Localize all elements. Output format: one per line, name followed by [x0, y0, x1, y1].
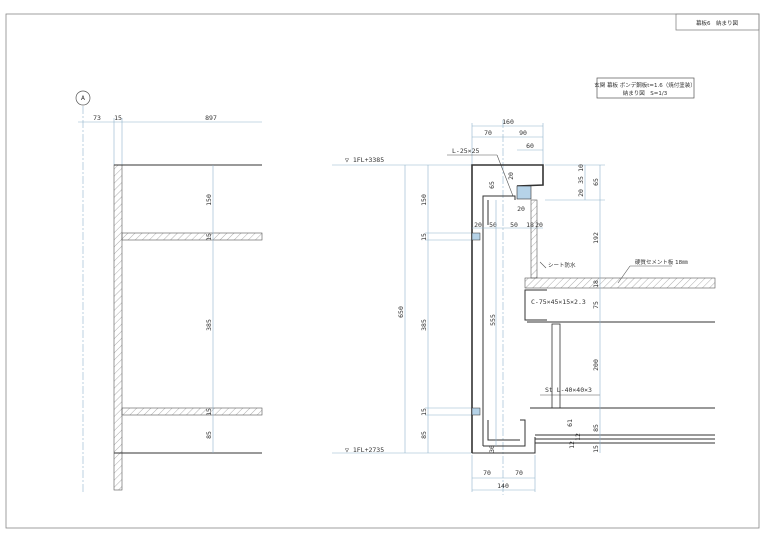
dim-text: 385	[420, 319, 428, 331]
dim-text: 65	[488, 181, 496, 189]
channel-label: C-75×45×15×2.3	[531, 298, 586, 306]
note-box: 玄関 幕板 ボンデ鋼板t=1.6（焼付塗装） 納まり図 S=1/3	[594, 77, 696, 99]
left-elevation-view: A 73 15 897 150 15 385 15 85	[75, 90, 263, 492]
sealant	[516, 185, 532, 200]
section-detail-view: ▽ 1FL+3385 ▽ 1FL+2735 650 150 15 385 15 …	[332, 118, 716, 495]
dim-text: 70	[515, 469, 523, 477]
angle-top-label: L-25×25	[452, 147, 479, 155]
dim-text: 385	[205, 319, 213, 331]
dim-text: 65	[592, 178, 600, 186]
grid-marker-label: A	[81, 94, 85, 102]
dim-text: 20	[474, 221, 482, 229]
dim-text: 650	[397, 306, 405, 318]
level-label: ▽ 1FL+3385	[345, 156, 384, 164]
dim-text: 60	[526, 142, 534, 150]
dim-text: 90	[519, 129, 527, 137]
dim-text: 140	[497, 482, 509, 490]
steel-beam	[551, 323, 561, 409]
dim-text: 75	[592, 301, 600, 309]
dim-text: 70	[484, 129, 492, 137]
dim-text: 15	[114, 114, 122, 122]
dim-text: 85	[592, 424, 600, 432]
dim-text: 85	[420, 431, 428, 439]
dim-text: 20	[577, 189, 585, 197]
angle-bottom-label: St L-40×40×3	[545, 386, 592, 394]
dim-text: 150	[205, 194, 213, 206]
waterproof-upturn	[530, 199, 538, 279]
dim-text: 20	[517, 205, 525, 213]
cement-board-label: 硬質セメント板 18㎜	[635, 258, 688, 266]
dim-text: 70	[483, 469, 491, 477]
dim-text: 10	[577, 164, 585, 172]
note-line1: 玄関 幕板 ボンデ鋼板t=1.6（焼付塗装）	[594, 81, 696, 89]
fascia-panel	[471, 164, 544, 453]
level-label: ▽ 1FL+2735	[345, 446, 384, 454]
dim-text: 50	[510, 221, 518, 229]
dim-text: 200	[592, 359, 600, 371]
panel-joint	[121, 407, 263, 416]
dim-text: 15	[420, 233, 428, 241]
dim-text: 20	[535, 221, 543, 229]
dim-text: 30	[488, 445, 496, 453]
panel-joint	[121, 232, 263, 241]
note-line2: 納まり図 S=1/3	[623, 89, 668, 97]
waterproof-label: シート防水	[548, 261, 576, 269]
title-block: 幕板6 納まり図	[675, 13, 760, 31]
dim-text: 18	[526, 221, 534, 229]
dim-text: 150	[420, 194, 428, 206]
dim-text: 897	[205, 114, 217, 122]
sheet-border	[5, 13, 760, 529]
dim-text: 15	[205, 233, 213, 241]
wall-section	[113, 164, 123, 491]
dim-text: 20	[507, 172, 515, 180]
dim-text: 50	[489, 221, 497, 229]
dim-text: 18	[592, 280, 600, 288]
dim-text: 73	[93, 114, 101, 122]
dim-text: 160	[502, 118, 514, 126]
dim-text: 12	[568, 441, 576, 449]
dim-text: 15	[420, 408, 428, 416]
dim-text: 12	[574, 433, 582, 441]
dim-text: 15	[592, 445, 600, 453]
grid-marker	[75, 90, 91, 106]
dim-text: 35	[577, 176, 585, 184]
dim-text: 555	[489, 314, 497, 326]
dim-text: 192	[592, 232, 600, 244]
dim-text: 61	[566, 419, 574, 427]
cement-board	[524, 277, 716, 289]
dim-text: 85	[205, 431, 213, 439]
dim-text: 15	[205, 408, 213, 416]
drawing-title: 幕板6 納まり図	[696, 19, 738, 27]
